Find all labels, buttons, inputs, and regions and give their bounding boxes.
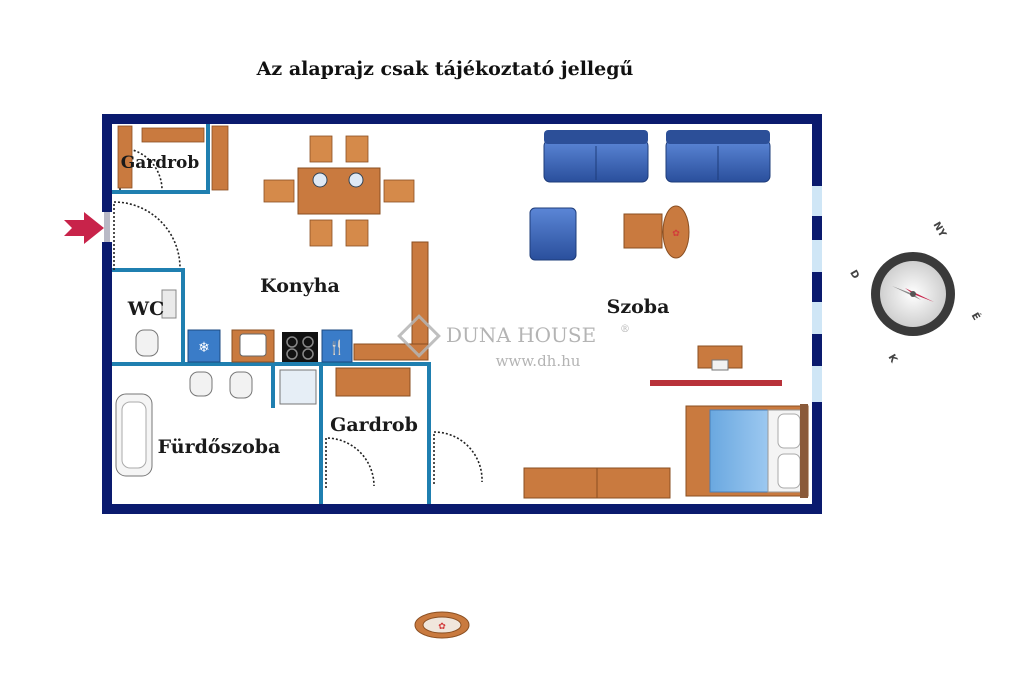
svg-text:✿: ✿: [672, 229, 680, 239]
duna-house-logo-icon: [397, 314, 441, 358]
wc-fixtures: [135, 289, 177, 357]
wardrobe-top: [117, 125, 229, 191]
room-label-gardrob-top: Gardrob: [121, 153, 200, 173]
cutlery-icon: 🍴: [328, 339, 345, 356]
room-label-konyha: Konyha: [260, 275, 340, 297]
room-label-furdoszoba: Fürdőszoba: [158, 436, 281, 458]
freezer-icon: ❄: [198, 340, 210, 356]
svg-text:✿: ✿: [438, 622, 446, 632]
page-title: Az alaprajz csak tájékoztató jellegű: [256, 58, 634, 80]
watermark-registered: ®: [620, 324, 630, 335]
outer-walls: [102, 114, 822, 514]
sink-icon: [239, 333, 267, 357]
compass-label-south: K: [885, 353, 899, 366]
compass-label-north: NY: [930, 220, 948, 240]
compass-label-east: É: [969, 310, 984, 323]
watermark-brand: DUNA HOUSE: [446, 323, 596, 347]
wardrobe-bottom: [335, 367, 411, 397]
bed: [685, 404, 809, 498]
small-table-below: ✿: [414, 611, 470, 639]
room-label-wc: WC: [127, 298, 164, 320]
bathroom-fixtures: [115, 369, 317, 477]
inner-walls: [112, 124, 431, 504]
room-label-szoba: Szoba: [607, 296, 670, 318]
watermark: DUNA HOUSE ® www.dh.hu: [397, 314, 630, 370]
kitchen-counter: ❄ 🍴: [187, 241, 429, 363]
stove-icon: [286, 336, 314, 360]
room-label-gardrob-bottom: Gardrob: [330, 414, 418, 436]
compass-label-west: D: [847, 268, 861, 281]
watermark-url: www.dh.hu: [496, 352, 581, 370]
dining-set: [263, 135, 415, 247]
compass: NY É K D: [847, 220, 983, 366]
living-room-furniture: ✿: [523, 130, 782, 499]
entrance-arrow-icon: [64, 212, 104, 244]
